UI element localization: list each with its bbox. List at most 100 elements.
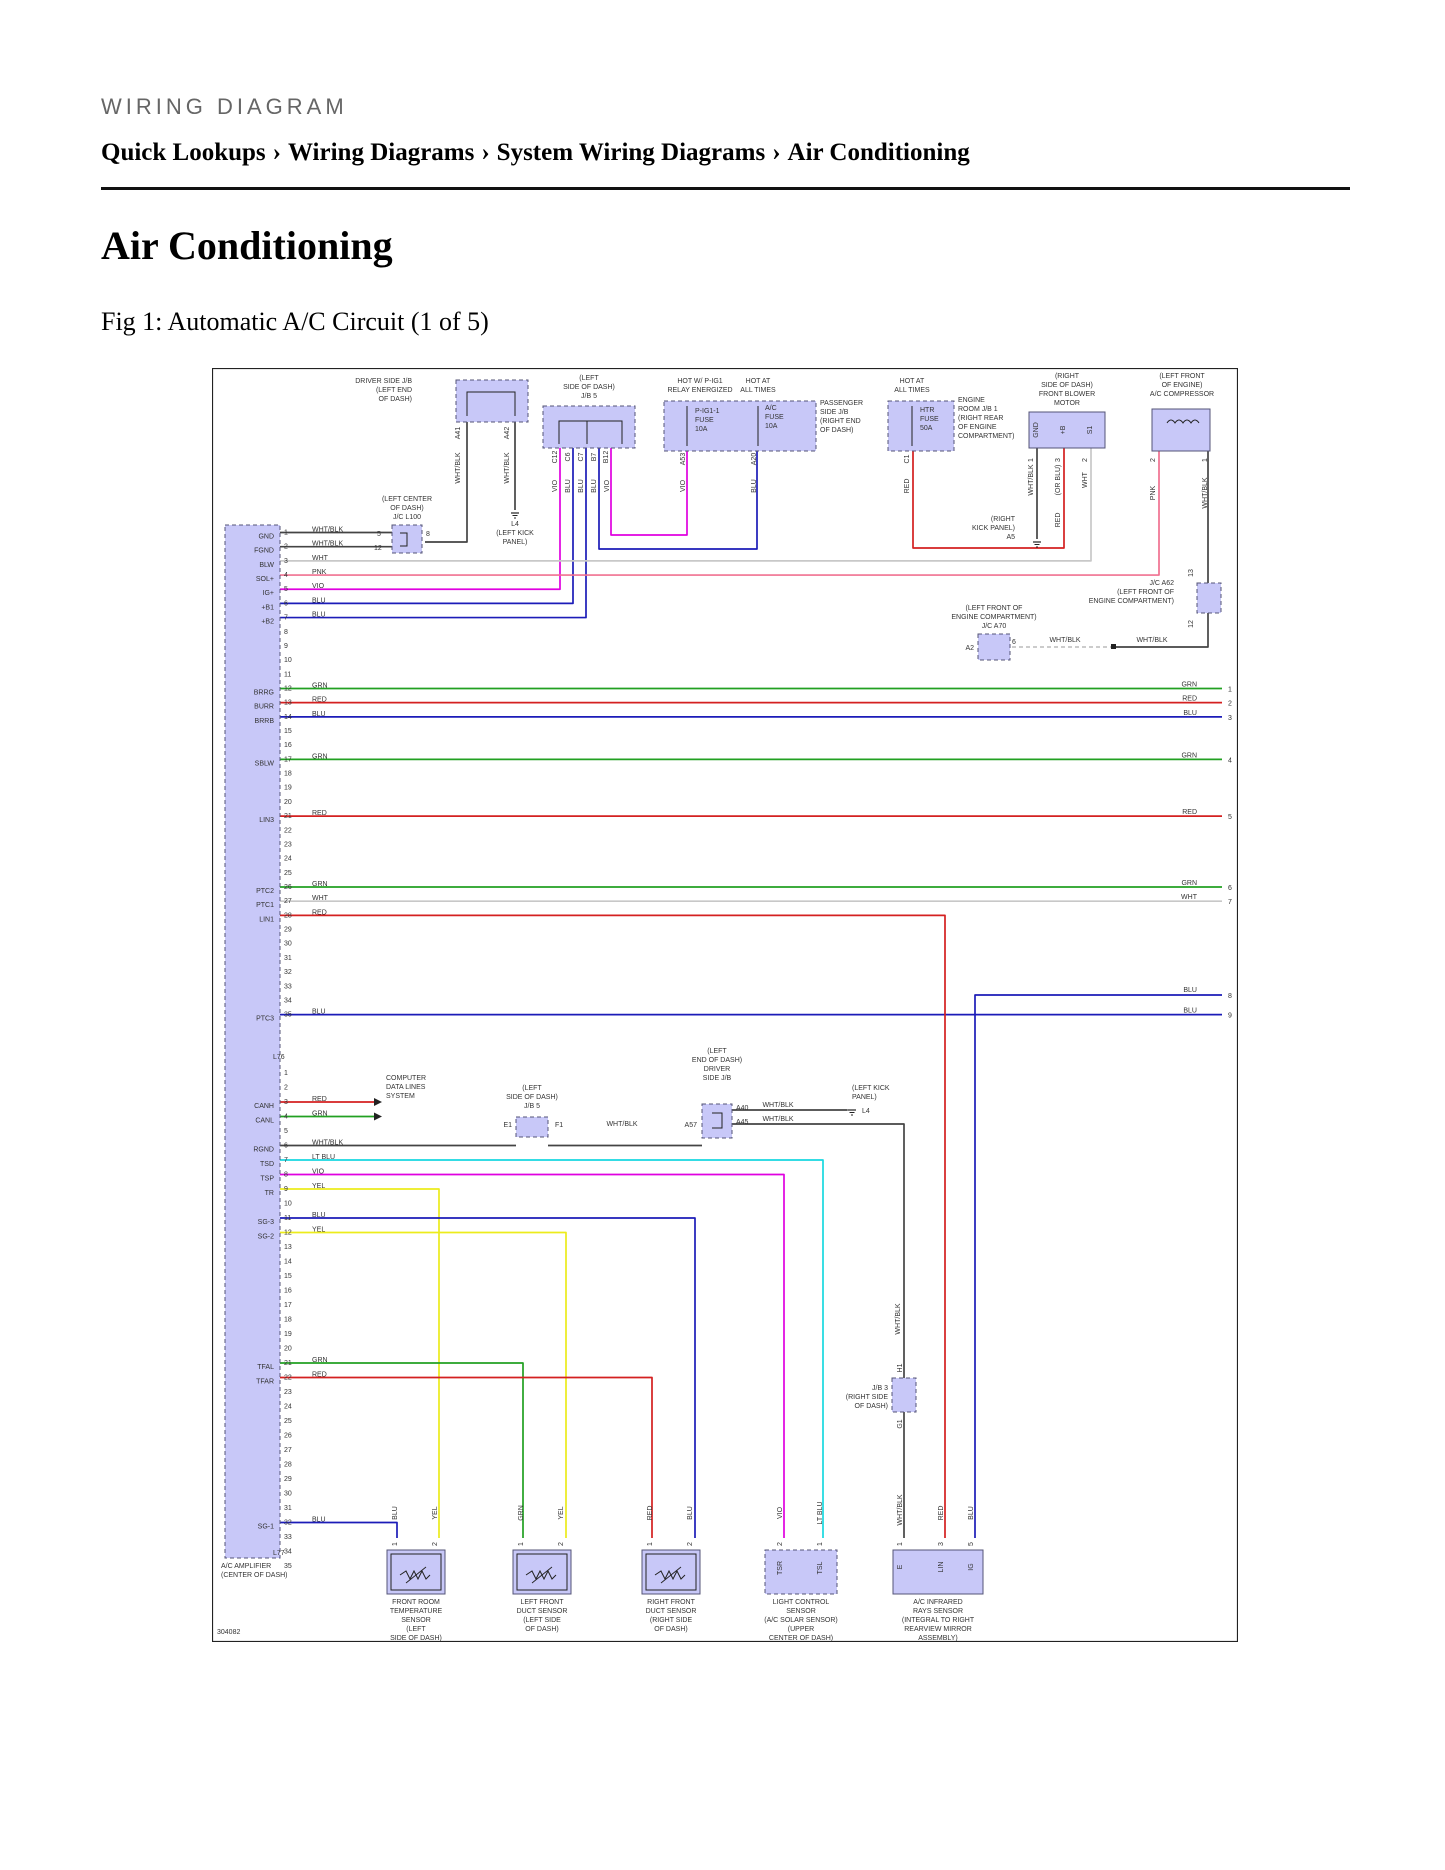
diagram-text: +B bbox=[1060, 425, 1067, 434]
component-label: OF DASH) bbox=[379, 396, 412, 403]
wire-color-label: BLU bbox=[312, 1009, 326, 1016]
wire-color-label: RED bbox=[312, 697, 327, 704]
wire-color-label: WHT/BLK bbox=[312, 1140, 343, 1147]
diagram-text: RED bbox=[647, 1506, 654, 1521]
pin-signal: +B2 bbox=[261, 619, 274, 626]
breadcrumb-wiring-diagrams[interactable]: Wiring Diagrams bbox=[288, 139, 475, 166]
component-label: (LEFT bbox=[522, 1085, 542, 1092]
diagram-text: A42 bbox=[504, 427, 511, 440]
diagram-text: VIO bbox=[604, 479, 611, 492]
pin-signal: SOL+ bbox=[256, 576, 274, 583]
wire-a62 bbox=[1114, 613, 1209, 648]
wire-color-label: RED bbox=[1182, 809, 1197, 816]
wire-color-label: GRN bbox=[312, 753, 328, 760]
component-label: REARVIEW MIRROR bbox=[904, 1626, 972, 1633]
diagram-text: 1 bbox=[392, 1542, 399, 1546]
driver-side-jb bbox=[455, 379, 529, 423]
wire-b12 bbox=[610, 448, 688, 536]
engine-room-jb1 bbox=[887, 400, 955, 452]
diagram-text: C7 bbox=[578, 452, 585, 461]
wire-color-label: BLU bbox=[312, 597, 326, 604]
diagram-text: WHT/BLK bbox=[897, 1494, 904, 1525]
component-label: J/C A70 bbox=[982, 623, 1007, 630]
pin-number: 1 bbox=[284, 1070, 288, 1077]
component-label: (INTEGRAL TO RIGHT bbox=[902, 1617, 975, 1624]
pin-signal: TFAL bbox=[257, 1364, 274, 1371]
diagram-text: WHT bbox=[1082, 471, 1089, 488]
breadcrumb-separator: › bbox=[272, 139, 281, 166]
component-label: J/B 5 bbox=[581, 393, 597, 400]
component-label: LIGHT CONTROL bbox=[773, 1599, 830, 1606]
sensor-frame bbox=[645, 1553, 697, 1591]
diagram-text: BLU bbox=[687, 1506, 694, 1520]
component-label: OF ENGINE bbox=[958, 424, 997, 431]
wire-color-label: YEL bbox=[312, 1183, 325, 1190]
pin-number: 5 bbox=[377, 531, 381, 538]
pin-signal: SG-1 bbox=[258, 1524, 274, 1531]
coil-symbol bbox=[1166, 419, 1200, 424]
pin-signal: BLW bbox=[259, 562, 274, 569]
breadcrumb-quick-lookups[interactable]: Quick Lookups bbox=[101, 139, 266, 166]
component-label: (LEFT bbox=[579, 375, 599, 382]
component-label: SIDE OF DASH) bbox=[563, 384, 615, 391]
pin-number: 34 bbox=[284, 1549, 292, 1556]
diagram-text: WHT/BLK bbox=[504, 452, 511, 483]
section-kicker: WIRING DIAGRAM bbox=[101, 94, 348, 119]
component-label: KICK PANEL) bbox=[972, 525, 1015, 532]
wire-color-label: WHT bbox=[312, 555, 329, 562]
component-label: (CENTER OF DASH) bbox=[221, 1572, 288, 1579]
breadcrumb-air-conditioning: Air Conditioning bbox=[787, 139, 970, 166]
pin-number: 18 bbox=[284, 1317, 292, 1324]
pin-number: 33 bbox=[284, 983, 292, 990]
breadcrumb-separator: › bbox=[772, 139, 781, 166]
component-label: SIDE OF DASH) bbox=[390, 1635, 442, 1642]
wire-color-label: GRN bbox=[1181, 752, 1197, 759]
component-label: (LEFT FRONT bbox=[1159, 373, 1205, 380]
exit-number: 6 bbox=[1228, 885, 1232, 892]
component-label: ALL TIMES bbox=[740, 387, 776, 394]
component-label: DUCT SENSOR bbox=[517, 1608, 568, 1615]
wiring-diagram: L771GNDWHT/BLK2FGNDWHT/BLK3BLWWHT4SOL+PN… bbox=[212, 368, 1238, 1642]
component-label: (RIGHT SIDE bbox=[846, 1394, 889, 1401]
component-label: CENTER OF DASH) bbox=[769, 1635, 833, 1642]
component-label: L4 bbox=[511, 521, 519, 528]
pin-signal: CANL bbox=[255, 1118, 274, 1125]
pin-number: 7 bbox=[284, 1157, 288, 1164]
wire-a45 bbox=[732, 1123, 905, 1378]
pin-number: 7 bbox=[284, 615, 288, 622]
jb5-lower bbox=[515, 1116, 549, 1138]
pin-number: 28 bbox=[284, 1462, 292, 1469]
diagram-text: B7 bbox=[591, 453, 598, 462]
connector-label: L77 bbox=[273, 1550, 285, 1557]
component-label: ALL TIMES bbox=[894, 387, 930, 394]
component-label: SIDE OF DASH) bbox=[506, 1094, 558, 1101]
wire-color-label: BLU bbox=[1183, 987, 1197, 994]
component-label: (RIGHT SIDE bbox=[650, 1617, 693, 1624]
diagram-text: WHT/BLK bbox=[1202, 477, 1209, 508]
jc-bus bbox=[400, 532, 408, 547]
pin-number: 12 bbox=[284, 1230, 292, 1237]
pin-number: 22 bbox=[284, 1375, 292, 1382]
wire-color-label: RED bbox=[312, 1372, 327, 1379]
pin-number: 10 bbox=[284, 657, 292, 664]
wire-tfal bbox=[280, 1362, 524, 1538]
component-label: PASSENGER bbox=[820, 400, 863, 407]
diagram-text: C6 bbox=[565, 452, 572, 461]
wire-lin1 bbox=[280, 914, 946, 1538]
diagram-text: A20 bbox=[751, 453, 758, 466]
pin-number: 13 bbox=[284, 1244, 292, 1251]
ac-compressor bbox=[1151, 408, 1211, 452]
pin-number: 16 bbox=[284, 1288, 292, 1295]
component-label: COMPARTMENT) bbox=[958, 433, 1015, 440]
figure-id: 304082 bbox=[217, 1629, 240, 1636]
component-label: OF DASH) bbox=[855, 1403, 888, 1410]
pin-number: 34 bbox=[284, 997, 292, 1004]
component-label: A5 bbox=[1006, 534, 1015, 541]
breadcrumb-system-wiring-diagrams[interactable]: System Wiring Diagrams bbox=[496, 139, 766, 166]
wire-color-label: GRN bbox=[1181, 681, 1197, 688]
diagram-text: TSR bbox=[777, 1561, 784, 1575]
diagram-text: GRN bbox=[518, 1505, 525, 1521]
component-label: SENSOR bbox=[786, 1608, 816, 1615]
arrow-icon bbox=[374, 1098, 382, 1106]
pin-signal: GND bbox=[258, 534, 274, 541]
